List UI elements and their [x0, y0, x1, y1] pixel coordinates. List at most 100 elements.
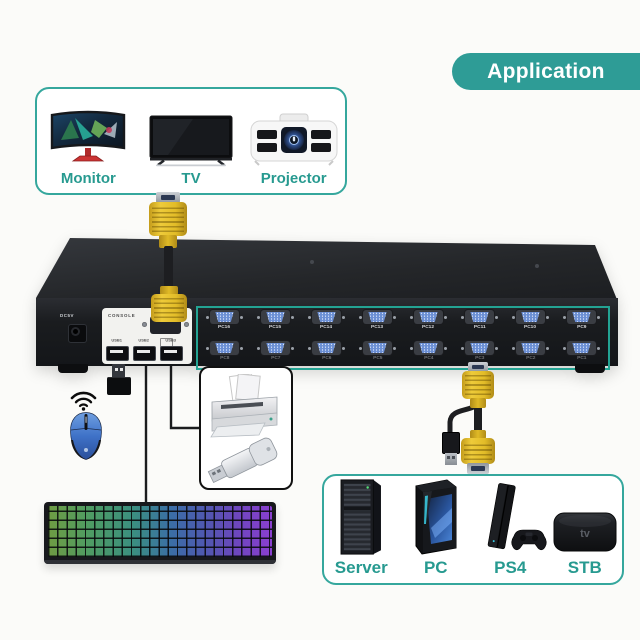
vga-port-cell: PC7	[250, 341, 301, 366]
ps4-cell: PS4	[473, 476, 548, 583]
usb-port-label: USB3	[165, 338, 177, 343]
vga-port-cell: PC12	[403, 310, 454, 335]
vga-port-face	[266, 311, 285, 323]
keyboard-keys	[48, 506, 272, 557]
vga-port-face	[572, 342, 591, 354]
screw-icon	[142, 322, 147, 327]
screw-icon	[563, 315, 566, 319]
vga-connector-tip	[156, 192, 180, 203]
vga-port-label: PC9	[576, 323, 587, 330]
vga-port-label: PC14	[320, 323, 333, 330]
vga-port-cell: PC15	[250, 310, 301, 335]
power-label: DC5V	[60, 313, 74, 318]
vga-port	[363, 341, 392, 355]
vga-port-face	[521, 342, 540, 354]
vga-port-cell: PC3	[454, 341, 505, 366]
vga-connector-body	[462, 371, 494, 399]
power-jack	[68, 324, 87, 343]
vga-port	[261, 341, 290, 355]
vga-port	[567, 341, 596, 355]
source-devices-box: Server PC	[322, 474, 624, 585]
vga-port	[363, 310, 392, 324]
usb-receiver-plug	[112, 364, 125, 378]
console-usb-unit: USB1	[105, 338, 129, 361]
vga-port-face	[266, 342, 285, 354]
stb-label: STB	[567, 558, 602, 577]
vga-connector-tip	[468, 362, 488, 372]
monitor-cell: Monitor	[37, 89, 140, 193]
screw-icon	[563, 346, 566, 350]
tv-cell: TV	[140, 89, 243, 193]
vga-port	[567, 310, 596, 324]
pc-cell: PC	[399, 476, 474, 583]
usb-port	[159, 346, 183, 361]
vga-port	[210, 341, 239, 355]
screw-icon	[410, 315, 413, 319]
usb-receiver-icon	[107, 364, 131, 396]
screw-icon	[461, 346, 464, 350]
application-banner-label: Application	[487, 59, 605, 83]
server-label: Server	[334, 558, 388, 577]
vga-port	[465, 341, 494, 355]
wireless-mouse-icon	[66, 411, 106, 461]
console-usb-unit: USB3	[159, 338, 183, 361]
vga-port-face	[317, 342, 336, 354]
keyboard-icon	[44, 502, 276, 564]
ps4-label: PS4	[494, 558, 527, 577]
screw-icon	[495, 346, 498, 350]
ps4-icon	[471, 476, 549, 556]
screw-icon	[359, 315, 362, 319]
vga-connector-body	[149, 202, 187, 236]
server-cell: Server	[324, 476, 399, 583]
kvm-cable-vga-connector-top	[462, 362, 494, 408]
vga-port-face	[368, 342, 387, 354]
usb-port-label: USB2	[138, 338, 150, 343]
vga-port-face	[215, 311, 234, 323]
screw-icon	[257, 346, 260, 350]
screw-icon	[240, 315, 243, 319]
vga-port-face	[470, 311, 489, 323]
vga-port-label: PC13	[371, 323, 384, 330]
vga-port-cell: PC2	[505, 341, 556, 366]
vga-port	[261, 310, 290, 324]
projector-label: Projector	[260, 170, 327, 187]
usb-port-label: USB1	[111, 338, 123, 343]
vga-port-label: PC11	[473, 323, 486, 330]
screw-icon	[206, 315, 209, 319]
vga-port-face	[368, 311, 387, 323]
vga-connector-neck	[470, 398, 486, 408]
vga-port	[312, 310, 341, 324]
vga-port-label: PC1	[576, 354, 587, 361]
vga-connector-tip	[467, 463, 489, 474]
vga-port-cell: PC14	[301, 310, 352, 335]
vga-port-cell: PC10	[505, 310, 556, 335]
vga-port-face	[521, 311, 540, 323]
projector-cell: Projector	[242, 89, 345, 193]
stb-cell: tv STB	[548, 476, 623, 583]
vga-port	[312, 341, 341, 355]
printer-icon	[207, 374, 283, 438]
screw-icon	[291, 346, 294, 350]
vga-port-label: PC3	[474, 354, 485, 361]
stb-icon: tv	[552, 476, 618, 556]
screw-icon	[444, 346, 447, 350]
pc-label: PC	[423, 558, 448, 577]
vga-port-cell: PC5	[352, 341, 403, 366]
ps4-controller	[511, 529, 547, 551]
wifi-signal-icon	[70, 390, 97, 411]
screw-icon	[597, 346, 600, 350]
usb-plug-icon	[442, 432, 460, 466]
screw-icon	[184, 322, 189, 327]
console-usb-unit: USB2	[132, 338, 156, 361]
vga-port-label: PC15	[269, 323, 282, 330]
screw-icon	[291, 315, 294, 319]
vga-port	[516, 341, 545, 355]
monitor-label: Monitor	[60, 170, 116, 187]
screw-icon	[535, 264, 539, 268]
vga-port-label: PC10	[524, 323, 537, 330]
vga-port-face	[317, 311, 336, 323]
vga-port-face	[215, 342, 234, 354]
stb-logo: tv	[580, 528, 591, 540]
vga-connector-neck	[160, 286, 178, 295]
